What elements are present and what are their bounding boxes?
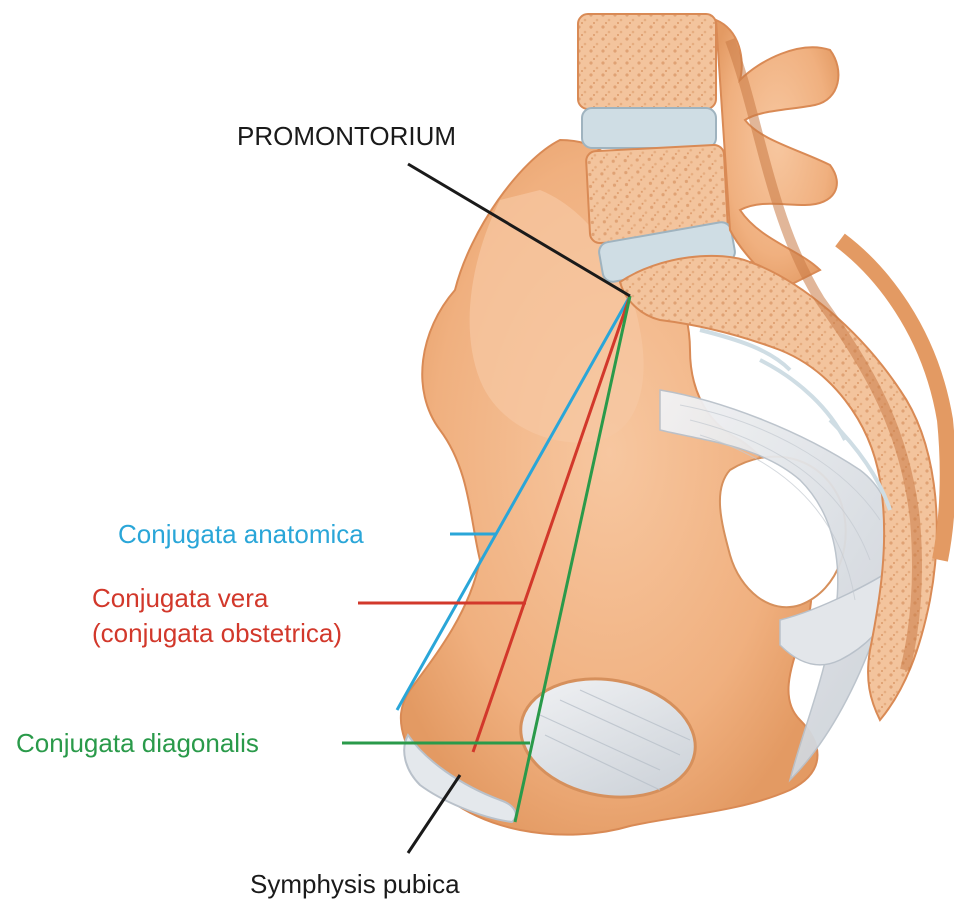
label-promontorium: PROMONTORIUM [237,121,456,151]
label-conjugata-anatomica: Conjugata anatomica [118,519,364,549]
vertebra-l4 [578,14,716,109]
label-symphysis-pubica: Symphysis pubica [250,869,460,899]
label-conjugata-obstetrica: (conjugata obstetrica) [92,618,342,648]
label-conjugata-vera: Conjugata vera [92,583,269,613]
intervertebral-disc-1 [582,108,716,148]
label-conjugata-diagonalis: Conjugata diagonalis [16,728,259,758]
